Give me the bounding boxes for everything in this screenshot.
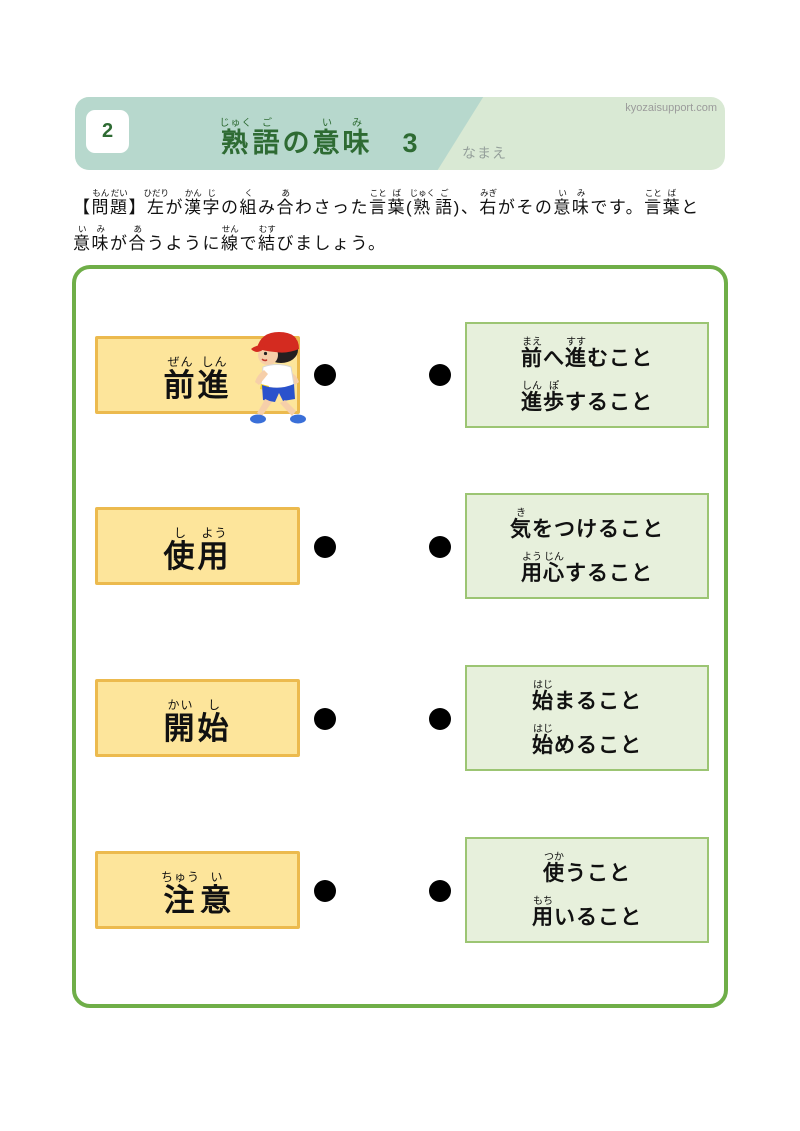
connector-dot-left-3[interactable]	[314, 708, 336, 730]
name-field-label: なまえ	[462, 145, 507, 161]
meaning-line: 用よう心じんすること	[521, 552, 653, 586]
worksheet-number: 2	[101, 120, 114, 142]
meaning-box-4: 使つかうこと 用もちいること	[465, 837, 709, 943]
page-title: 熟じゅく語ごの意い味み 3	[219, 118, 421, 158]
problem-statement: 【問もん題だい】左ひだりが漢かん字じの組くみ合あわさった言こと葉ば(熟じゅく語ご…	[73, 188, 738, 260]
runner-boy-illustration	[250, 332, 306, 424]
connector-dot-right-1[interactable]	[429, 364, 451, 386]
connector-dot-left-2[interactable]	[314, 536, 336, 558]
meaning-line: 気きをつけること	[510, 507, 664, 541]
word-box-shiyou: 使し用よう	[95, 507, 300, 585]
meaning-line: 始はじめること	[532, 724, 642, 758]
word-box-kaishi: 開かい始し	[95, 679, 300, 757]
connector-dot-right-3[interactable]	[429, 708, 451, 730]
problem-line-2: 意い味みが合あうように線せんで結むすびましょう。	[73, 224, 387, 253]
connector-dot-left-1[interactable]	[314, 364, 336, 386]
site-url[interactable]: kyozaisupport.com	[625, 102, 717, 114]
worksheet-header: 2 熟じゅく語ごの意い味み 3 kyozaisupport.com なまえ	[75, 97, 725, 170]
meaning-line: 前まえへ進すすむこと	[521, 336, 653, 370]
meaning-box-3: 始はじまること 始はじめること	[465, 665, 709, 771]
word-box-chuui: 注ちゅう意い	[95, 851, 300, 929]
problem-line-1: 【問もん題だい】左ひだりが漢かん字じの組くみ合あわさった言こと葉ば(熟じゅく語ご…	[73, 188, 700, 217]
meaning-line: 始はじまること	[532, 679, 642, 713]
header-teal-panel	[75, 97, 484, 170]
connector-dot-right-2[interactable]	[429, 536, 451, 558]
connector-dot-left-4[interactable]	[314, 880, 336, 902]
connector-dot-right-4[interactable]	[429, 880, 451, 902]
meaning-box-1: 前まえへ進すすむこと 進しん歩ぽすること	[465, 322, 709, 428]
meaning-line: 進しん歩ぽすること	[521, 381, 653, 415]
meaning-box-2: 気きをつけること 用よう心じんすること	[465, 493, 709, 599]
meaning-line: 用もちいること	[532, 896, 642, 930]
meaning-line: 使つかうこと	[543, 851, 631, 885]
worksheet-number-badge: 2	[86, 110, 129, 153]
